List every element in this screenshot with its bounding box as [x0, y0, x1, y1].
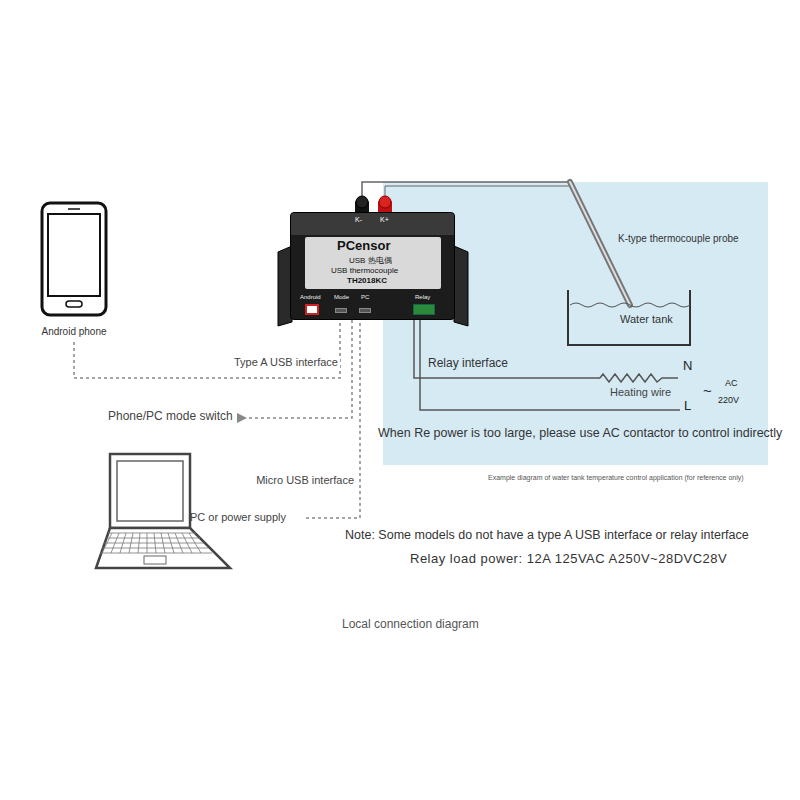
- port-label: Relay: [415, 294, 430, 301]
- water-tank: [568, 290, 690, 345]
- usb-connection: [306, 320, 360, 518]
- voltage-label: 220V: [718, 395, 739, 405]
- probe-wire: [385, 186, 572, 200]
- callout-text: Phone/PC mode switch: [108, 410, 233, 424]
- terminal-black: [356, 196, 368, 208]
- callout-text: Heating wire: [610, 386, 671, 399]
- connection-label: Type A USB interface: [232, 356, 340, 369]
- terminal-label: K+: [380, 216, 389, 224]
- callout-text: K-type thermocouple probe: [618, 233, 739, 245]
- mode-switch-leader: [246, 320, 352, 418]
- laptop-node: PC or power supply: [92, 448, 306, 578]
- usb-connection: [74, 320, 340, 378]
- node-label: Android phone: [41, 326, 106, 338]
- line-name: N: [683, 359, 692, 374]
- warning-note: When Re power is too large, please use A…: [378, 426, 782, 440]
- probe-wire: [362, 182, 572, 200]
- relay-spec: Relay load power: 12A 125VAC A250V~28DVC…: [410, 552, 727, 567]
- relay-wire: [414, 320, 600, 378]
- mounting-flange: [454, 246, 468, 326]
- line-name: L: [684, 399, 691, 414]
- voltage-label: AC: [725, 378, 738, 388]
- diagram-caption: Local connection diagram: [342, 618, 479, 632]
- usb-a-port: [305, 304, 319, 315]
- node-label: PC or power supply: [190, 511, 286, 524]
- device-housing: K- K+ PCensorUSB 热电偶USB thermocoupleTH2018…: [290, 212, 455, 320]
- relay-wire: [420, 320, 680, 410]
- phone-node: Android phone: [34, 200, 114, 342]
- model-note: Note: Some models do not have a type A U…: [345, 528, 749, 542]
- phone-icon: [34, 200, 114, 318]
- terminal-label: K-: [355, 216, 362, 224]
- micro-usb-port: [359, 308, 371, 313]
- model-number: TH2018KC: [347, 276, 387, 285]
- ac-symbol: ~: [703, 382, 712, 399]
- top-face: [291, 213, 454, 235]
- mode-switch: [335, 308, 347, 313]
- callout-text: Relay interface: [428, 357, 508, 371]
- port-label: Mode: [334, 294, 349, 301]
- heating-wire-symbol: [600, 374, 678, 382]
- terminal-red: [379, 196, 391, 208]
- relay-terminal: [413, 304, 435, 315]
- product-title: USB 热电偶: [349, 256, 392, 265]
- product-title: USB thermocouple: [331, 266, 398, 275]
- port-label: Android: [300, 294, 321, 301]
- port-label: PC: [361, 294, 369, 301]
- water-surface: [570, 303, 690, 307]
- example-caption: Example diagram of water tank temperatur…: [488, 474, 744, 482]
- brand-logo: PCensor: [337, 239, 390, 254]
- callout-text: Water tank: [620, 313, 673, 326]
- connection-label: Micro USB interface: [254, 474, 356, 487]
